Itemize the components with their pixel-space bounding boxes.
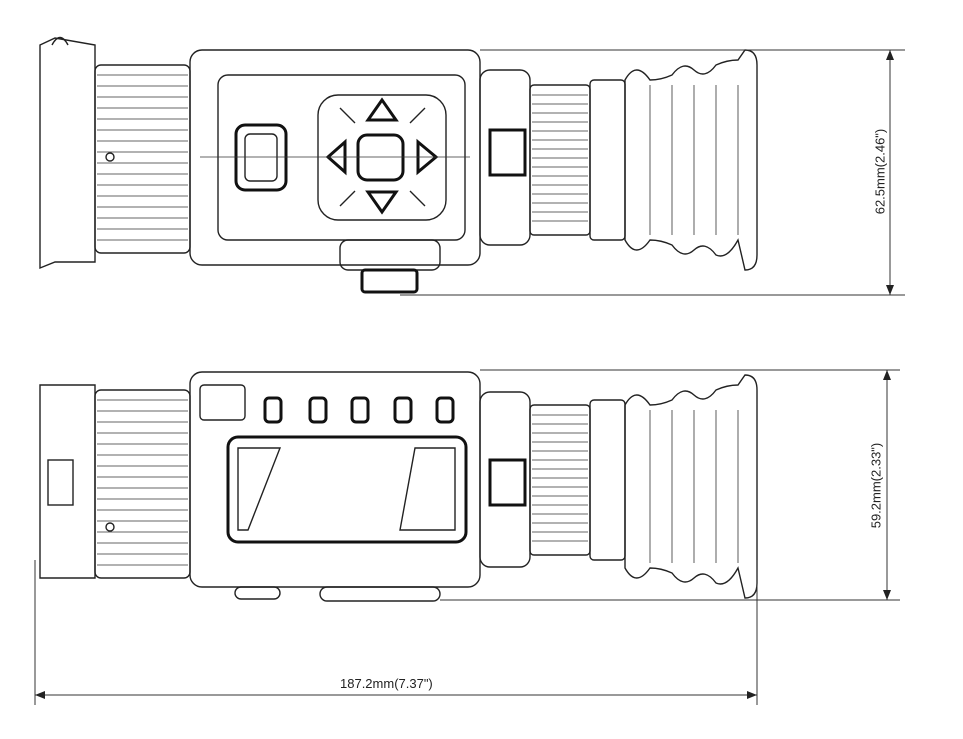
- control-panel: [217, 74, 466, 241]
- side-button: [308, 396, 328, 424]
- menu-button[interactable]: [234, 123, 288, 192]
- eyepiece-ring: [479, 69, 531, 246]
- side-view-device: [39, 371, 758, 602]
- rubber-eyecup: [624, 49, 758, 271]
- objective-cap: [39, 384, 96, 579]
- side-button: [393, 396, 413, 424]
- height-side-label: 59.2mm(2.33"): [868, 442, 884, 529]
- height-top-label: 62.5mm(2.46"): [872, 128, 888, 215]
- diopter-knurl: [488, 128, 527, 177]
- side-button: [263, 396, 283, 424]
- dimension-lines: [34, 49, 905, 705]
- side-panel: [226, 435, 468, 544]
- cap-hinge: [51, 36, 69, 46]
- arrow-buttons[interactable]: [325, 97, 439, 215]
- center-button[interactable]: [356, 133, 405, 182]
- eyepiece-ring: [479, 391, 531, 568]
- side-button: [435, 396, 455, 424]
- dpad: [317, 94, 447, 221]
- focus-knob[interactable]: [360, 268, 419, 294]
- top-view-device: [39, 36, 758, 294]
- length-label: 187.2mm(7.37"): [340, 676, 433, 691]
- rubber-eyecup: [624, 374, 758, 599]
- objective-cap: [39, 37, 96, 270]
- focus-ring: [94, 389, 191, 579]
- side-button: [350, 396, 370, 424]
- focus-ring: [94, 64, 191, 254]
